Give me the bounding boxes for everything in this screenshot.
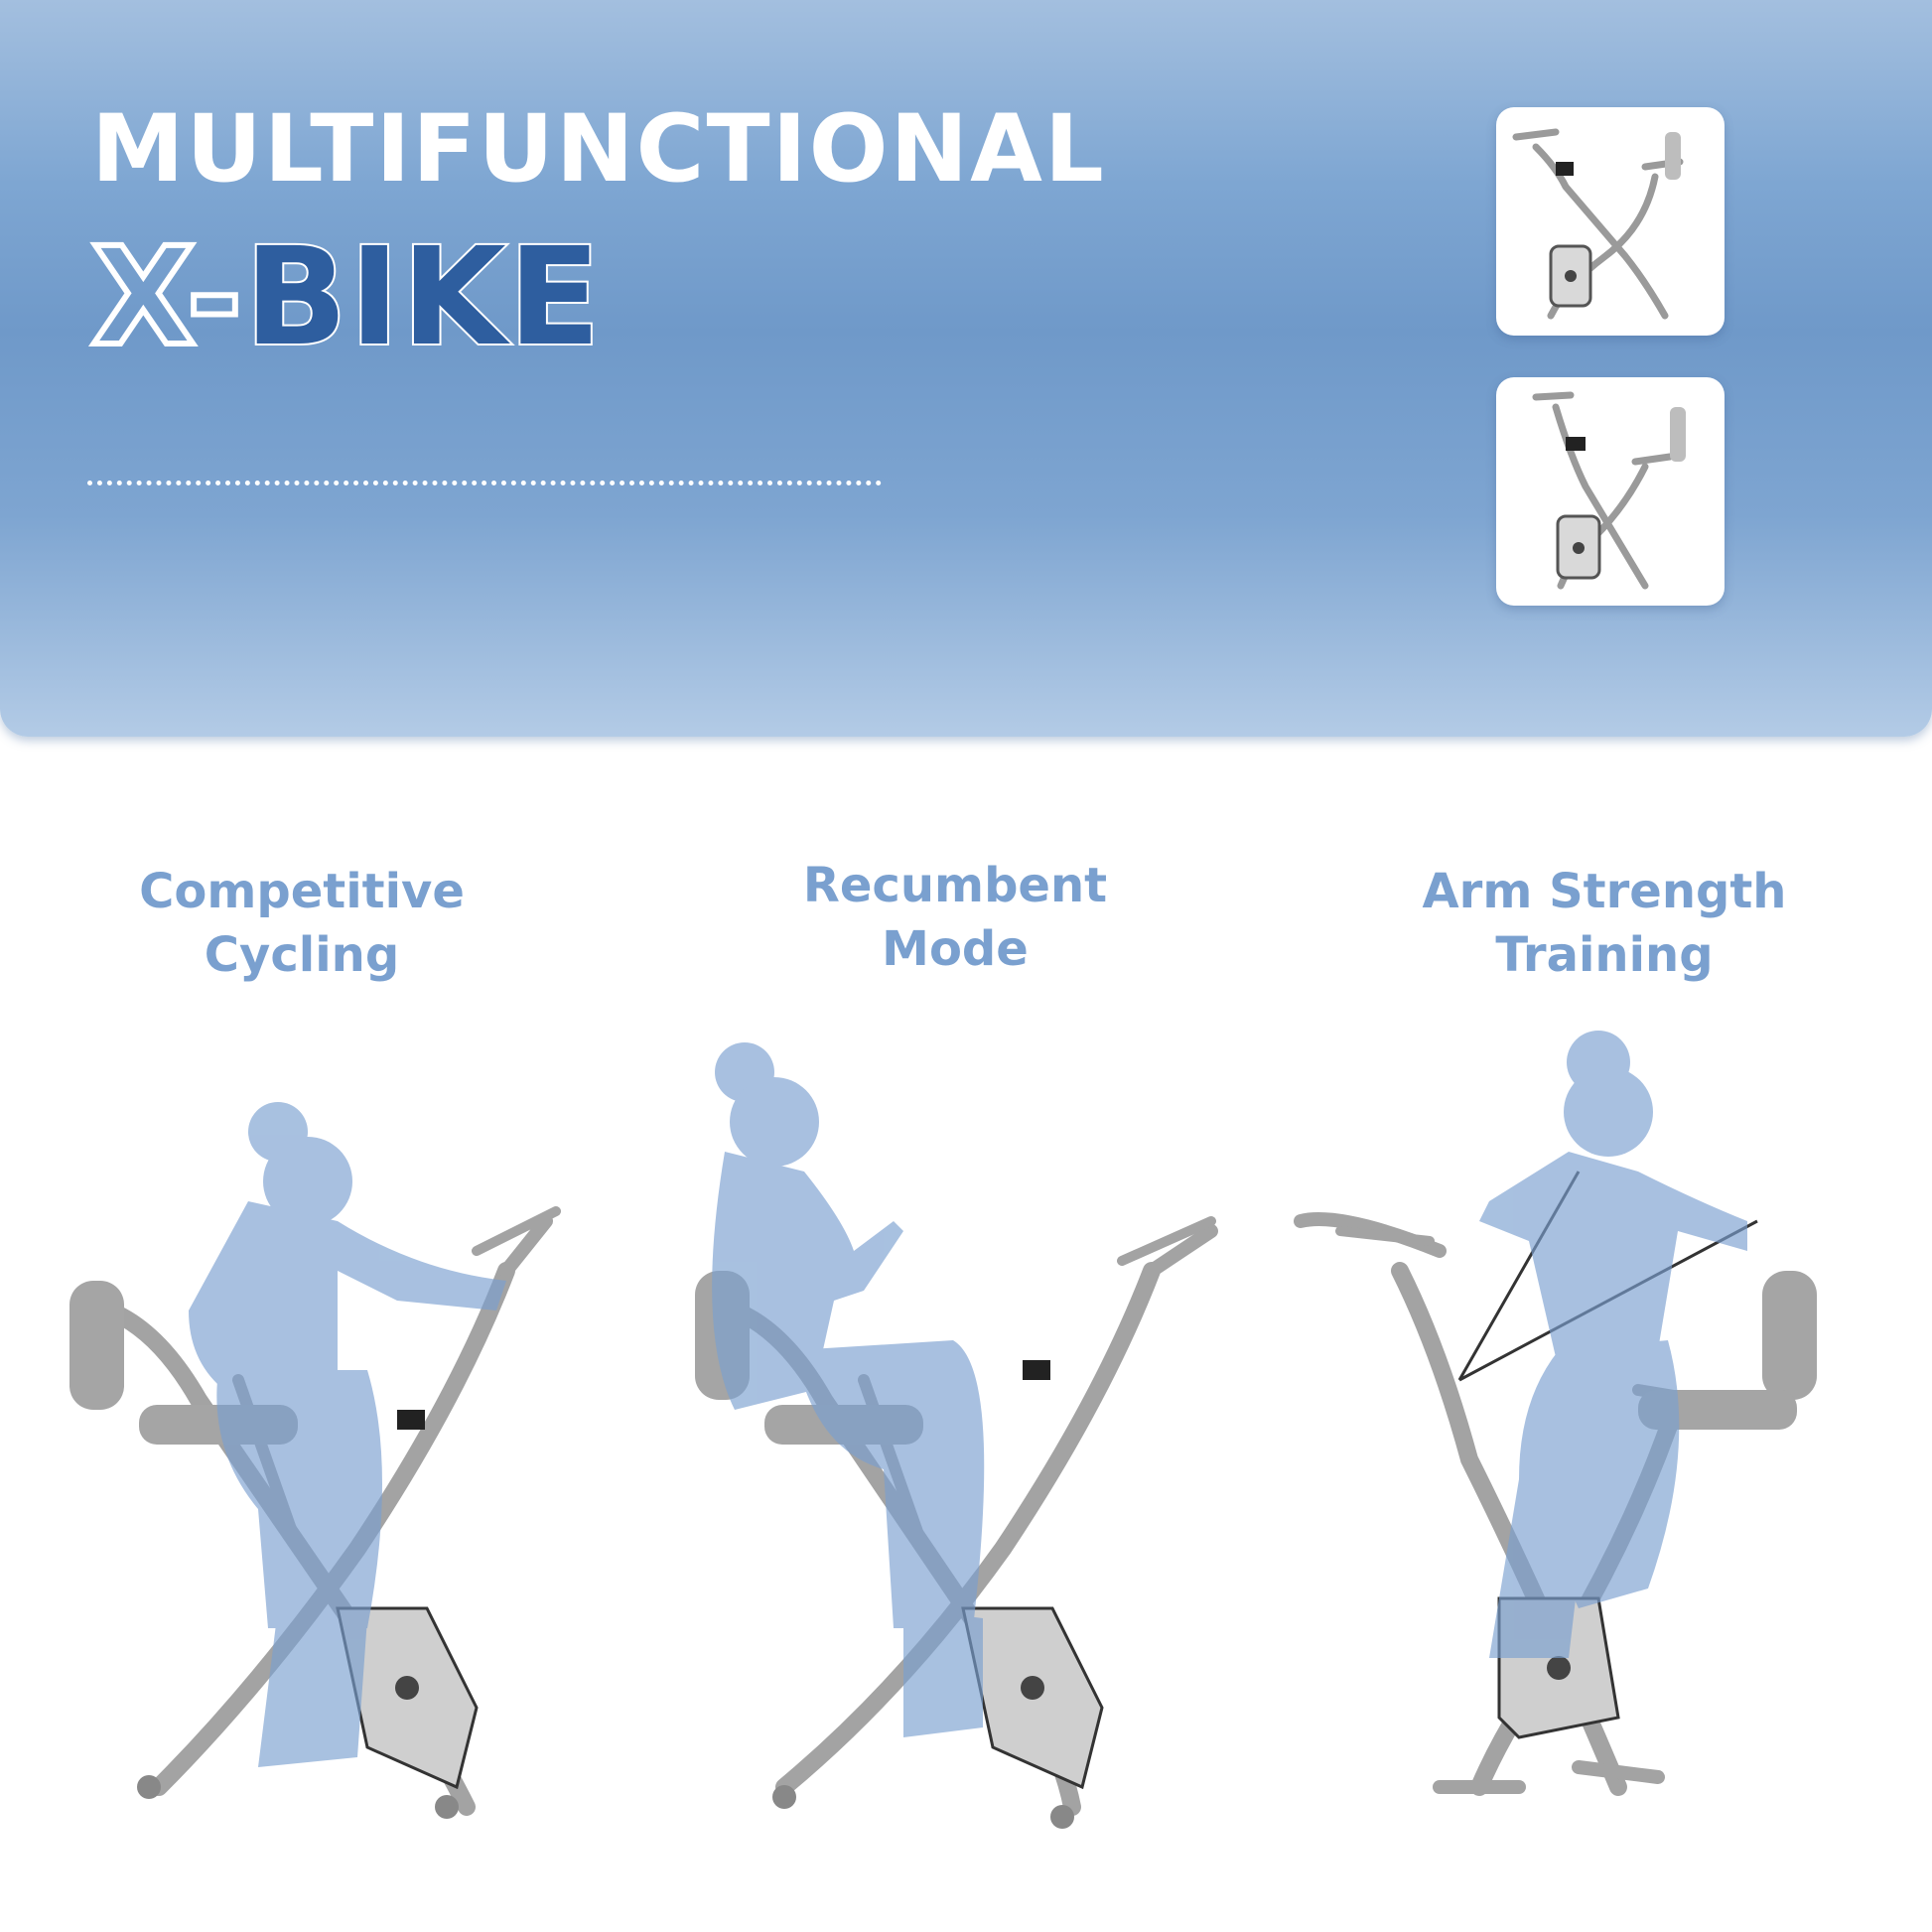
header-banner: MULTIFUNCTIONAL X-BIKE [0,0,1932,737]
mode-label-line1: Arm Strength [1422,864,1787,919]
thumbnail-folded-bike [1496,107,1725,336]
folded-x-bike-icon [1512,128,1684,320]
arm-training-illustration [1281,1023,1926,1837]
recumbent-illustration [655,1033,1301,1847]
thumbnail-upright-bike [1496,377,1725,606]
recumbent-illustration-icon [695,1042,1218,1829]
upright-x-bike-icon [1532,391,1686,590]
title-multifunctional: MULTIFUNCTIONAL [91,95,1106,204]
mode-label-line2: Training [1495,927,1714,983]
mode-label-line2: Mode [882,921,1029,977]
cycling-illustration [40,1072,685,1886]
mode-label-arm-strength: Arm Strength Training [1307,860,1902,987]
mode-label-line1: Recumbent [802,858,1108,913]
title-x-bike: X-BIKE [88,227,603,368]
mode-label-recumbent: Recumbent Mode [657,854,1253,981]
cycling-illustration-icon [69,1102,561,1819]
title-bike-part: BIKE [242,219,603,376]
dotted-divider [87,481,882,485]
mode-label-line2: Cycling [204,927,400,983]
arm-training-illustration-icon [1294,1031,1817,1796]
mode-label-competitive: Competitive Cycling [4,860,600,987]
title-x-part: X- [88,219,245,376]
mode-label-line1: Competitive [139,864,465,919]
